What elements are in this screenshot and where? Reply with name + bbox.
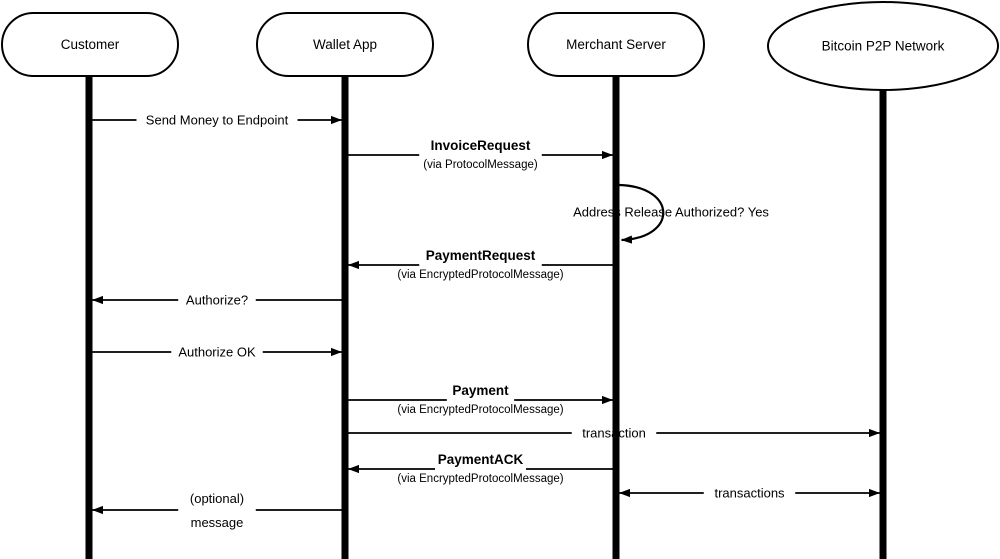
- participant-nodes-group: Customer Wallet App Merchant Server Bitcoin…: [1, 1, 999, 91]
- participant-label-customer: Customer: [61, 37, 120, 52]
- message-sublabel-optional-message: message: [191, 515, 244, 530]
- message-transactions[interactable]: transactions: [619, 486, 880, 501]
- message-arrow-address-release-self: [619, 183, 665, 244]
- message-sublabel-payment-request: (via EncryptedProtocolMessage): [397, 269, 563, 281]
- message-label-transactions: transactions: [714, 486, 785, 501]
- message-payment-request[interactable]: PaymentRequest (via EncryptedProtocolMess…: [348, 248, 613, 281]
- participant-label-wallet: Wallet App: [313, 37, 377, 52]
- message-payment-ack[interactable]: PaymentACK (via EncryptedProtocolMessage): [348, 452, 613, 485]
- participant-shape-rect-customer: [1, 12, 179, 77]
- message-authorize-ok[interactable]: Authorize OK: [92, 345, 342, 360]
- participant-shape-ellipse-bitcoin: [767, 1, 999, 91]
- participant-label-bitcoin: Bitcoin P2P Network: [822, 39, 945, 54]
- message-authorize-question[interactable]: Authorize?: [92, 293, 342, 308]
- message-payment[interactable]: Payment (via EncryptedProtocolMessage): [348, 383, 613, 416]
- message-optional-message[interactable]: (optional) message: [92, 491, 342, 530]
- participant-wallet[interactable]: Wallet App: [256, 12, 434, 77]
- message-label-invoice-request: InvoiceRequest: [431, 138, 531, 153]
- participant-bitcoin[interactable]: Bitcoin P2P Network: [767, 1, 999, 91]
- message-label-send-money: Send Money to Endpoint: [146, 113, 289, 128]
- lifelines-group: [85, 76, 887, 559]
- message-label-payment-request: PaymentRequest: [426, 248, 536, 263]
- message-label-transaction: transaction: [582, 426, 646, 441]
- message-sublabel-payment: (via EncryptedProtocolMessage): [397, 404, 563, 416]
- message-label-address-release-self: Address Release Authorized? Yes: [573, 205, 769, 220]
- message-address-release-self[interactable]: Address Release Authorized? Yes: [573, 183, 769, 244]
- message-label-authorize-question: Authorize?: [186, 293, 248, 308]
- participant-label-merchant: Merchant Server: [566, 37, 666, 52]
- message-label-payment-ack: PaymentACK: [438, 452, 524, 467]
- participant-shape-rect-merchant: [527, 12, 705, 77]
- participant-merchant[interactable]: Merchant Server: [527, 12, 705, 77]
- message-label-authorize-ok: Authorize OK: [178, 345, 256, 360]
- message-label-payment: Payment: [452, 383, 509, 398]
- message-label-optional-message: (optional): [190, 491, 244, 506]
- message-send-money[interactable]: Send Money to Endpoint: [92, 113, 342, 128]
- message-transaction[interactable]: transaction: [348, 426, 880, 441]
- message-invoice-request[interactable]: InvoiceRequest (via ProtocolMessage): [348, 138, 613, 171]
- participant-customer[interactable]: Customer: [1, 12, 179, 77]
- message-sublabel-invoice-request: (via ProtocolMessage): [423, 159, 538, 171]
- message-sublabel-payment-ack: (via EncryptedProtocolMessage): [397, 473, 563, 485]
- participant-shape-rect-wallet: [256, 12, 434, 77]
